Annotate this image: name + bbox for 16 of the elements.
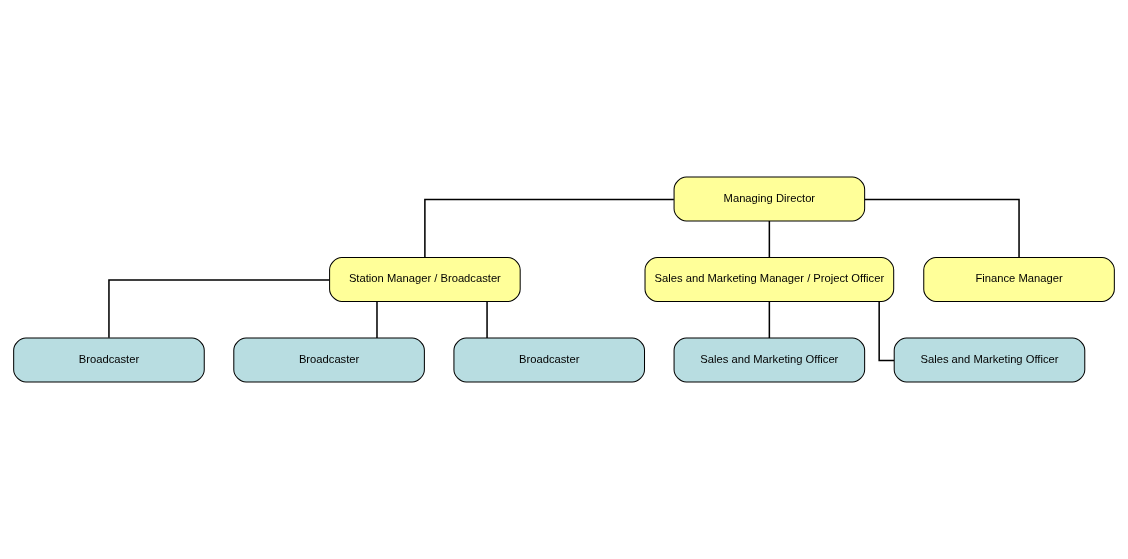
connector (424, 198, 675, 258)
connector (376, 300, 378, 339)
node-box: Sales and Marketing Officer (893, 337, 1086, 383)
connector (768, 220, 771, 259)
node-box: Managing Director (673, 176, 866, 222)
connector (108, 279, 330, 339)
connector (486, 300, 488, 339)
node-box: Sales and Marketing Officer (673, 337, 866, 383)
node-box: Broadcaster (453, 337, 645, 383)
node-box: Sales and Marketing Manager / Project Officer (644, 257, 895, 302)
node-box: Broadcaster (13, 337, 205, 383)
node-box: Station Manager / Broadcaster (329, 257, 521, 302)
node-box: Finance Manager (923, 257, 1115, 302)
node-box: Broadcaster (233, 337, 425, 383)
connector (768, 300, 771, 339)
connector (864, 198, 1020, 258)
